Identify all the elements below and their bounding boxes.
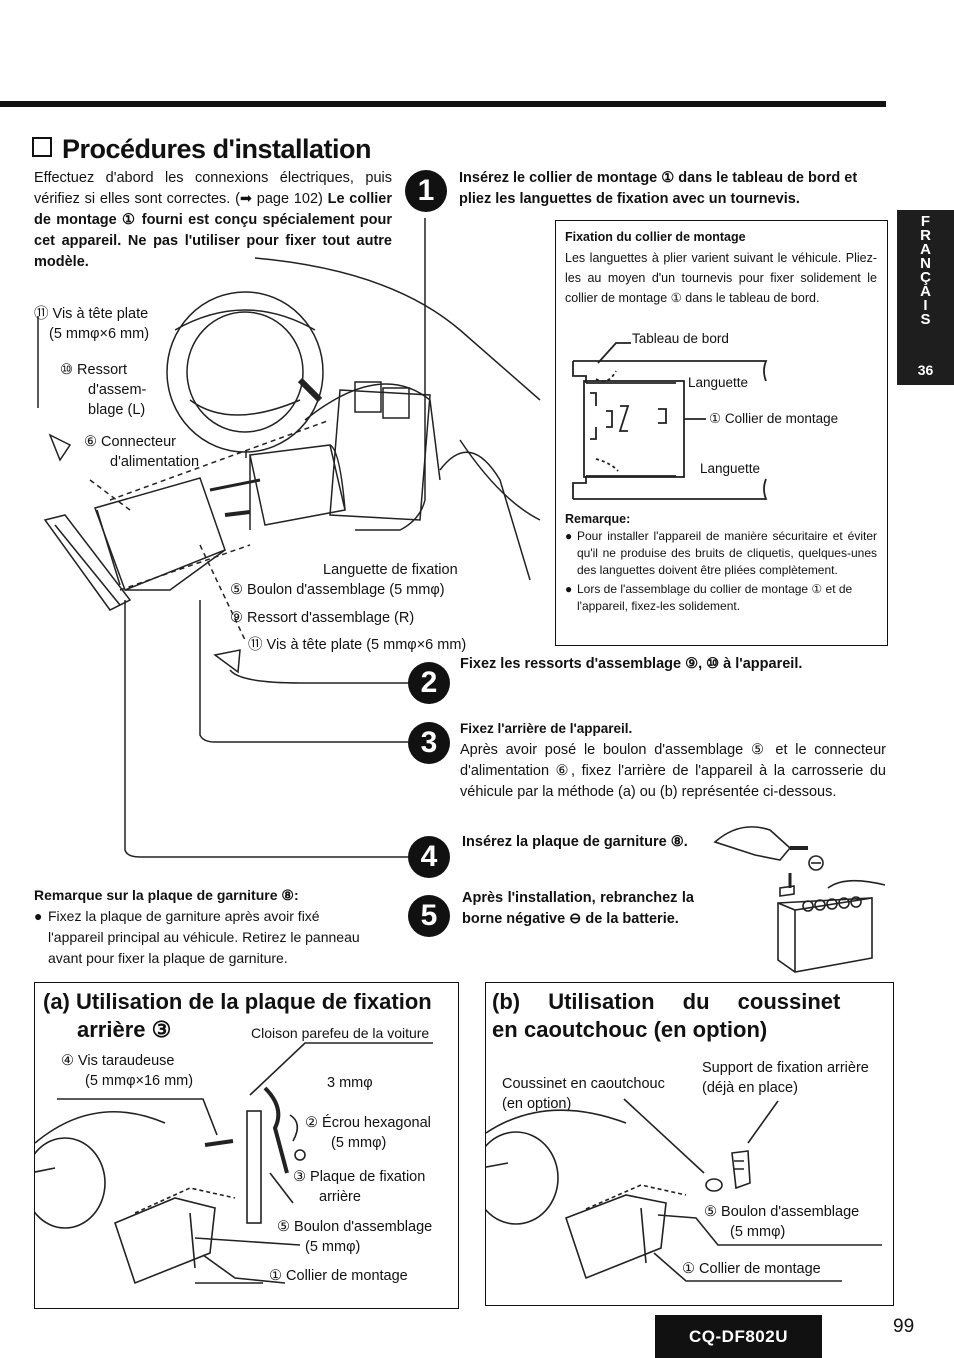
method-b-drawing xyxy=(486,1098,882,1282)
method-a-drawing xyxy=(35,1042,433,1285)
label-bolt-a: ⑤ Boulon d'assemblage (5 mmφ) xyxy=(277,1219,433,1255)
label-firewall: Cloison parefeu de la voiture xyxy=(251,1025,430,1041)
step-3-instruction: Fixez l'arrière de l'appareil. Après avo… xyxy=(460,721,886,800)
label-bolt-b: ⑤ Boulon d'assemblage (5 mmφ) xyxy=(704,1204,860,1240)
top-rule xyxy=(0,101,886,107)
page-number: 99 xyxy=(893,1316,915,1337)
step-5-badge: 5 xyxy=(408,895,450,937)
label-spring-right: ⑨ Ressort d'assemblage (R) xyxy=(230,610,415,626)
sleeve-fixing-title: Fixation du collier de montage xyxy=(565,230,746,244)
label-mounting-tab: Languette de fixation xyxy=(323,562,458,578)
method-b-title-2: caoutchouc (en option) xyxy=(524,1017,768,1042)
trim-note-item: ●Fixez la plaque de garniture après avoi… xyxy=(34,908,360,966)
remark-list: ●Pour installer l'appareil de manière sé… xyxy=(565,528,877,615)
remark-item: ●Pour installer l'appareil de manière sé… xyxy=(565,529,877,577)
step-1-badge: 1 xyxy=(405,170,447,212)
language-side-tab: F R A N Ç A I S 36 xyxy=(897,210,954,385)
step-5-instruction: Après l'installation, rebranchez la born… xyxy=(462,890,694,927)
label-spring-left: ⑩ Ressort d'assem- blage (L) xyxy=(60,362,147,418)
method-a-box: (a) Utilisation de la plaque de fixation… xyxy=(34,982,459,1309)
step-2-instruction: Fixez les ressorts d'assemblage ⑨, ⑩ à l… xyxy=(460,656,803,672)
sleeve-fixing-text: Les languettes à plier varient suivant l… xyxy=(565,251,877,305)
label-rubber-cushion: Coussinet en caoutchouc (en option) xyxy=(502,1076,665,1112)
label-tab-lower: Languette xyxy=(700,461,761,476)
model-badge: CQ-DF802U xyxy=(655,1315,822,1358)
sleeve-fixing-box: Fixation du collier de montage Les langu… xyxy=(555,220,888,646)
step-1-instruction: Insérez le collier de montage ① dans le … xyxy=(459,170,858,207)
label-hex-nut: ② Écrou hexagonal (5 mmφ) xyxy=(305,1115,431,1151)
method-a-title-1: (a) Utilisation de la plaque de fixation xyxy=(43,989,432,1014)
label-assembly-bolt: ⑤ Boulon d'assemblage (5 mmφ) xyxy=(230,582,445,598)
remark-item: ●Lors de l'assemblage du collier de mont… xyxy=(565,582,853,613)
label-sleeve-a: ① Collier de montage xyxy=(269,1268,408,1284)
label-dashboard: Tableau de bord xyxy=(632,331,729,346)
method-b-box: (b) Utilisation du coussinet en caoutcho… xyxy=(485,982,894,1306)
label-mounting-sleeve: ① Collier de montage xyxy=(709,411,839,426)
sleeve-diagram xyxy=(572,342,768,500)
trim-note-title: Remarque sur la plaque de garniture ⑧: xyxy=(34,887,299,903)
label-sleeve-b: ① Collier de montage xyxy=(682,1261,821,1277)
step-4-badge: 4 xyxy=(408,836,450,878)
step-2-badge: 2 xyxy=(408,662,450,704)
method-a-title-2: arrière ③ xyxy=(77,1017,172,1042)
intro-text: Effectuez d'abord les connexions électri… xyxy=(34,170,393,270)
label-tab-upper: Languette xyxy=(688,375,749,390)
label-tapping-screw: ④ Vis taraudeuse (5 mmφ×16 mm) xyxy=(61,1053,194,1089)
label-rear-support: Support de fixation arrière (déjà en pla… xyxy=(702,1060,869,1096)
side-tab-page: 36 xyxy=(917,362,934,378)
intro-warning: Le collier de montage ① fourni est conçu… xyxy=(34,191,393,270)
label-rear-plate: ③ Plaque de fixation arrière xyxy=(293,1169,426,1205)
label-power-connector: ⑥ Connecteur d'alimentation xyxy=(84,434,200,470)
step-3-badge: 3 xyxy=(408,722,450,764)
checkbox-square-icon xyxy=(32,137,52,157)
step-4-instruction: Insérez la plaque de garniture ⑧. xyxy=(462,834,688,850)
trim-plate-note: Remarque sur la plaque de garniture ⑧: ●… xyxy=(34,885,374,969)
label-flat-screw-top: ⑪ Vis à tête plate (5 mmφ×6 mm) xyxy=(34,306,150,342)
remark-title: Remarque: xyxy=(565,512,631,526)
method-b-title-1: (b) Utilisation du coussinet en xyxy=(492,989,841,1042)
label-flat-screw-bottom: ⑪ Vis à tête plate (5 mmφ×6 mm) xyxy=(248,637,467,653)
label-3mm: 3 mmφ xyxy=(327,1075,373,1091)
side-tab-letters: F R A N Ç A I S xyxy=(920,213,931,328)
section-title: Procédures d'installation xyxy=(32,134,372,165)
